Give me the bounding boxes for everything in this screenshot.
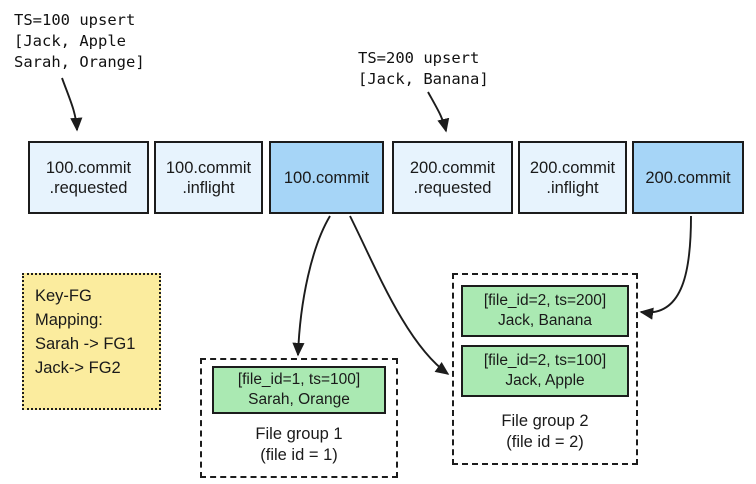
file-group-1-caption: File group 1 (file id = 1): [202, 424, 396, 466]
arrow-200commit-to-fg2: [639, 215, 692, 320]
state-box-200-commit-inflight[interactable]: 200.commit .inflight: [518, 141, 627, 214]
state-box-line1: 100.commit: [45, 158, 132, 177]
record-line1: [file_id=2, ts=100]: [483, 352, 607, 369]
file-group-caption-line2: (file id = 2): [506, 433, 584, 451]
arrow-ts200-to-requested: [427, 91, 450, 133]
record-fg2-ts200[interactable]: [file_id=2, ts=200] Jack, Banana: [461, 285, 629, 337]
record-line2: Jack, Banana: [498, 312, 592, 329]
state-box-line2: .requested: [413, 178, 492, 197]
state-box-line1: 200.commit: [529, 158, 616, 177]
state-box-line1: 200.commit: [409, 158, 496, 177]
arrow-ts100-to-requested: [61, 77, 83, 132]
record-line2: Jack, Apple: [505, 372, 585, 389]
arrow-100commit-to-fg2: [349, 215, 450, 375]
file-group-caption-line1: File group 2: [501, 412, 589, 430]
state-box-line2: .inflight: [182, 178, 235, 197]
record-line1: [file_id=1, ts=100]: [237, 371, 361, 388]
arrow-100commit-to-fg1: [292, 215, 331, 357]
record-line1: [file_id=2, ts=200]: [483, 292, 607, 309]
state-box-100-commit[interactable]: 100.commit: [269, 141, 384, 214]
state-box-100-commit-requested[interactable]: 100.commit .requested: [28, 141, 149, 214]
record-line2: Sarah, Orange: [248, 391, 350, 408]
key-fg-mapping-legend: Key-FG Mapping: Sarah -> FG1 Jack-> FG2: [22, 273, 161, 410]
file-group-2-caption: File group 2 (file id = 2): [454, 411, 636, 453]
legend-title-line2: Mapping:: [35, 311, 103, 329]
state-box-line1: 200.commit: [645, 168, 731, 187]
ts100-upsert-annotation: TS=100 upsert [Jack, Apple Sarah, Orange…: [14, 11, 145, 71]
legend-mapping-jack: Jack-> FG2: [35, 359, 121, 377]
state-box-100-commit-inflight[interactable]: 100.commit .inflight: [154, 141, 263, 214]
state-box-line1: 100.commit: [283, 168, 370, 187]
file-group-1-container: File group 1 (file id = 1): [200, 358, 398, 478]
file-group-caption-line1: File group 1: [255, 425, 343, 443]
state-box-line2: .requested: [49, 178, 128, 197]
state-box-line1: 100.commit: [165, 158, 252, 177]
state-box-200-commit[interactable]: 200.commit: [632, 141, 744, 214]
state-box-line2: .inflight: [546, 178, 599, 197]
legend-title-line1: Key-FG: [35, 287, 92, 305]
file-group-caption-line2: (file id = 1): [260, 446, 338, 464]
record-fg2-ts100[interactable]: [file_id=2, ts=100] Jack, Apple: [461, 345, 629, 397]
ts200-upsert-annotation: TS=200 upsert [Jack, Banana]: [358, 49, 489, 88]
file-group-2-container: File group 2 (file id = 2): [452, 273, 638, 465]
record-fg1-ts100[interactable]: [file_id=1, ts=100] Sarah, Orange: [212, 366, 386, 414]
legend-mapping-sarah: Sarah -> FG1: [35, 335, 136, 353]
state-box-200-commit-requested[interactable]: 200.commit .requested: [392, 141, 513, 214]
